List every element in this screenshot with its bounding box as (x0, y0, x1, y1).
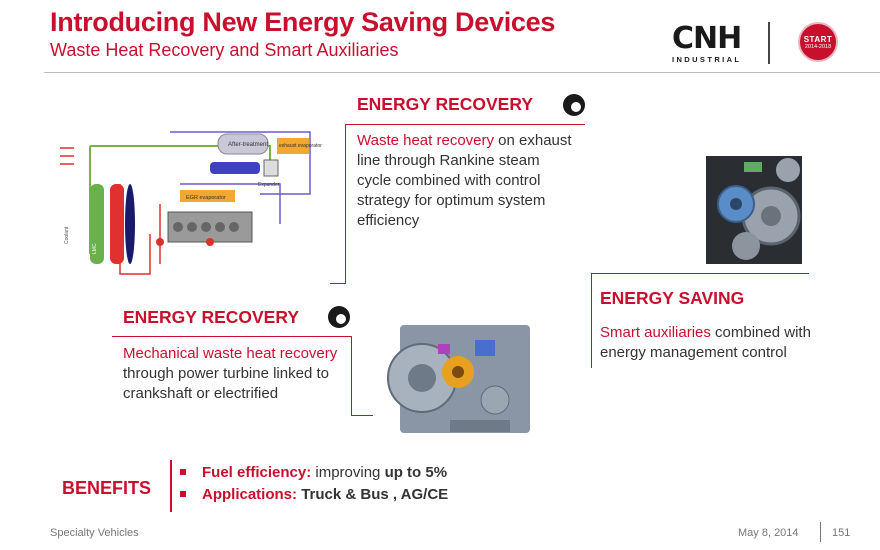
energy-recovery-left-heading: ENERGY RECOVERY (123, 307, 300, 327)
section-bracket-left (112, 336, 352, 416)
smart-auxiliaries-gear-image (706, 156, 802, 264)
benefit-key: Fuel efficiency: (202, 464, 312, 481)
energy-recovery-left-rest: through power turbine linked to cranksha… (123, 365, 329, 402)
section-bracket-left-tail (351, 415, 373, 416)
engine-turbine-image (387, 325, 530, 433)
page-number: 151 (832, 527, 851, 539)
badge-line1: START (803, 35, 833, 44)
diagram-label-lmc: LMC (92, 243, 98, 254)
footer-label: Specialty Vehicles (50, 527, 139, 539)
cnh-industrial-logo: CNH INDUSTRIAL (672, 24, 762, 68)
badge-line2: 2014-2018 (804, 44, 832, 50)
energy-saving-highlight: Smart auxiliaries (600, 324, 711, 341)
benefit-item: Applications: Truck & Bus , AG/CE (178, 484, 448, 506)
benefit-text: improving (311, 464, 385, 481)
gear-icon (328, 306, 350, 328)
benefit-value: Truck & Bus , AG/CE (301, 486, 449, 503)
footer-divider (820, 522, 821, 542)
header-rule (44, 72, 880, 73)
energy-recovery-left-text: Mechanical waste heat recovery through p… (123, 344, 348, 404)
benefits-divider (170, 460, 172, 512)
diagram-label-aftertreatment: After-treatment (228, 142, 268, 148)
energy-recovery-top-heading: ENERGY RECOVERY (357, 94, 534, 114)
energy-saving-text: Smart auxiliaries combined with energy m… (600, 323, 840, 363)
section-bracket-top-tail (330, 283, 346, 284)
logo-mark: CNH (672, 21, 742, 56)
energy-saving-heading: ENERGY SAVING (600, 288, 745, 308)
benefit-item: Fuel efficiency: improving up to 5% (178, 462, 448, 484)
diagram-label-egr-evaporator: EGR evaporator (186, 195, 226, 201)
benefits-list: Fuel efficiency: improving up to 5% Appl… (178, 462, 448, 506)
diagram-label-exhaust-evaporator: exhaust evaporator (279, 143, 322, 149)
energy-recovery-top-highlight: Waste heat recovery (357, 132, 494, 149)
benefit-value: up to 5% (384, 464, 448, 481)
benefit-key: Applications: (202, 486, 298, 503)
diagram-label-coolant: Coolant (64, 226, 70, 244)
energy-recovery-top-rest: on exhaust line through Rankine steam cy… (357, 132, 572, 229)
rankine-cycle-diagram: After-treatment exhaust evaporator Expan… (60, 124, 330, 284)
gear-icon (563, 94, 585, 116)
page-title: Introducing New Energy Saving Devices (50, 7, 556, 37)
page-subtitle: Waste Heat Recovery and Smart Auxiliarie… (50, 40, 399, 60)
energy-recovery-top-text: Waste heat recovery on exhaust line thro… (357, 131, 577, 231)
start-badge: START 2014-2018 (798, 22, 838, 62)
diagram-label-expander: Expander (258, 182, 280, 188)
benefits-label: BENEFITS (62, 478, 152, 498)
section-bracket-top (345, 124, 585, 284)
energy-recovery-left-highlight: Mechanical waste heat recovery (123, 345, 338, 362)
logo-sub: INDUSTRIAL (672, 55, 742, 64)
logo-divider (768, 22, 770, 64)
footer-date: May 8, 2014 (738, 527, 799, 539)
section-bracket-saving (591, 273, 809, 368)
energy-saving-rest: combined with energy management control (600, 324, 811, 361)
